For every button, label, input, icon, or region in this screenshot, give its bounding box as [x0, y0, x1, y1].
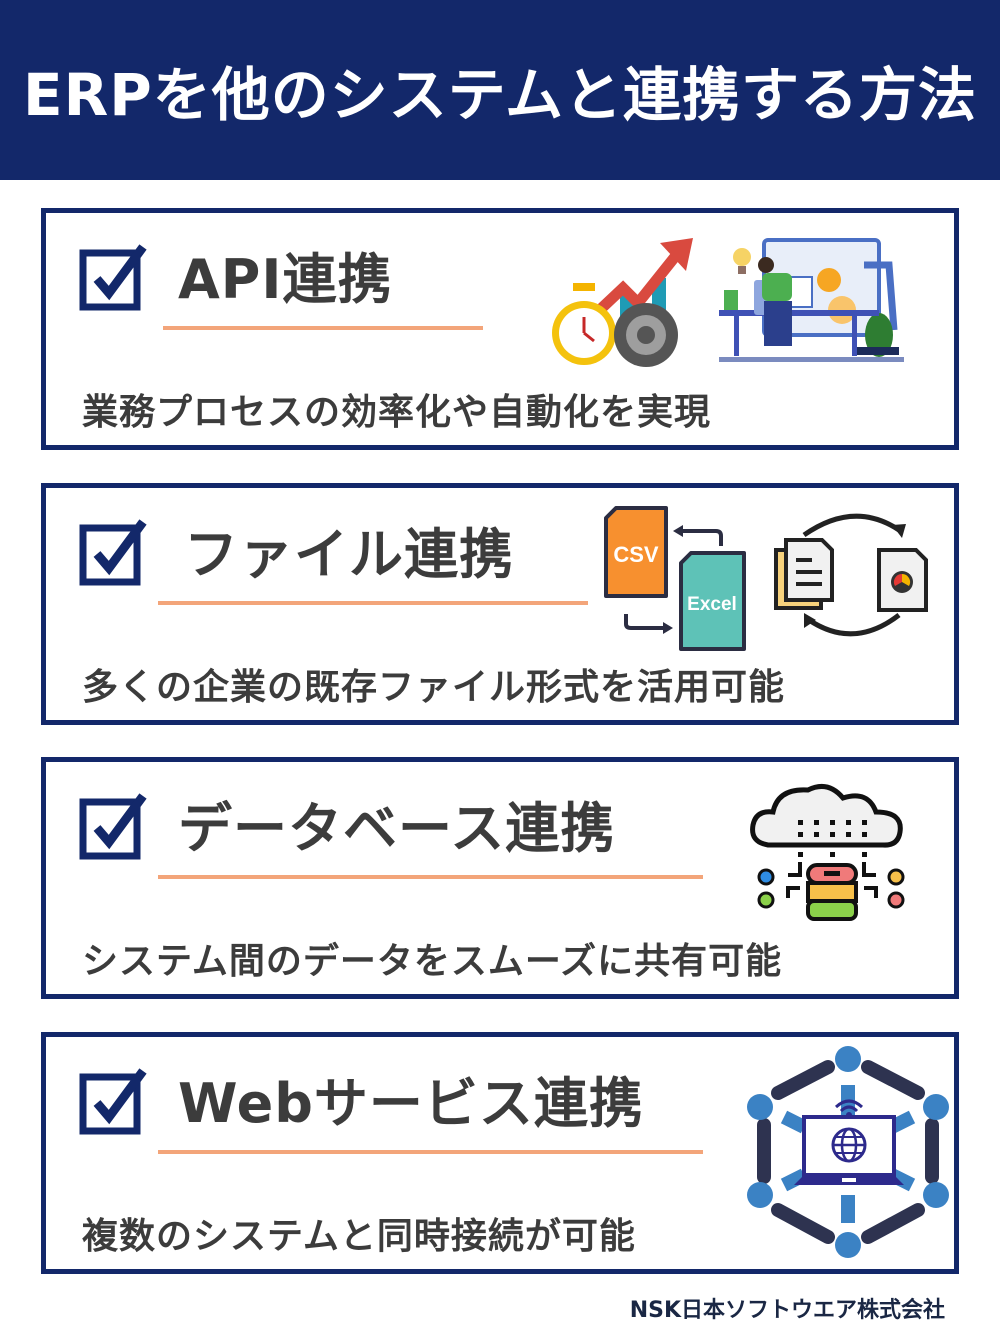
card-description: 業務プロセスの効率化や自動化を実現	[82, 392, 712, 433]
card-title: Webサービス連携	[178, 1072, 644, 1135]
card-title: API連携	[178, 248, 393, 311]
company-name: NSK日本ソフトウエア株式会社	[629, 1298, 945, 1323]
card-description: 複数のシステムと同時接続が可能	[82, 1216, 636, 1257]
title-underline	[163, 326, 483, 330]
page-title: ERPを他のシステムと連携する方法	[22, 61, 978, 129]
card-description: システム間のデータをスムーズに共有可能	[82, 941, 783, 982]
checkbox-checked-icon	[79, 519, 147, 586]
card-file-integration: ファイル連携 多くの企業の既存ファイル形式を活用可能 CSV Excel	[41, 483, 959, 725]
header-banner: ERPを他のシステムと連携する方法	[0, 0, 1000, 180]
laptop-network-globe-icon	[747, 1046, 949, 1258]
card-description: 多くの企業の既存ファイル形式を活用可能	[82, 667, 786, 708]
card-web-service-integration: Webサービス連携 複数のシステムと同時接続が可能	[41, 1032, 959, 1274]
person-at-computer-robot-arm-illustration	[719, 238, 904, 362]
checkbox-checked-icon	[79, 1068, 147, 1135]
card-title: データベース連携	[178, 797, 616, 860]
svg-text:CSV: CSV	[613, 542, 659, 567]
card-api-integration: API連携 業務プロセスの効率化や自動化を実現	[41, 208, 959, 450]
title-underline	[158, 1150, 703, 1154]
checkbox-checked-icon	[79, 244, 147, 311]
checkbox-checked-icon	[79, 793, 147, 860]
growth-chart-stopwatch-gear-icon	[552, 238, 693, 367]
card-database-integration: データベース連携 システム間のデータをスムーズに共有可能	[41, 757, 959, 999]
title-underline	[158, 601, 588, 605]
card-title: ファイル連携	[184, 523, 514, 586]
document-sync-icon	[774, 513, 928, 637]
title-underline	[158, 875, 703, 879]
csv-excel-file-exchange-icon: CSV Excel	[604, 506, 746, 651]
cloud-database-icon	[750, 783, 905, 921]
svg-text:Excel: Excel	[687, 594, 737, 615]
